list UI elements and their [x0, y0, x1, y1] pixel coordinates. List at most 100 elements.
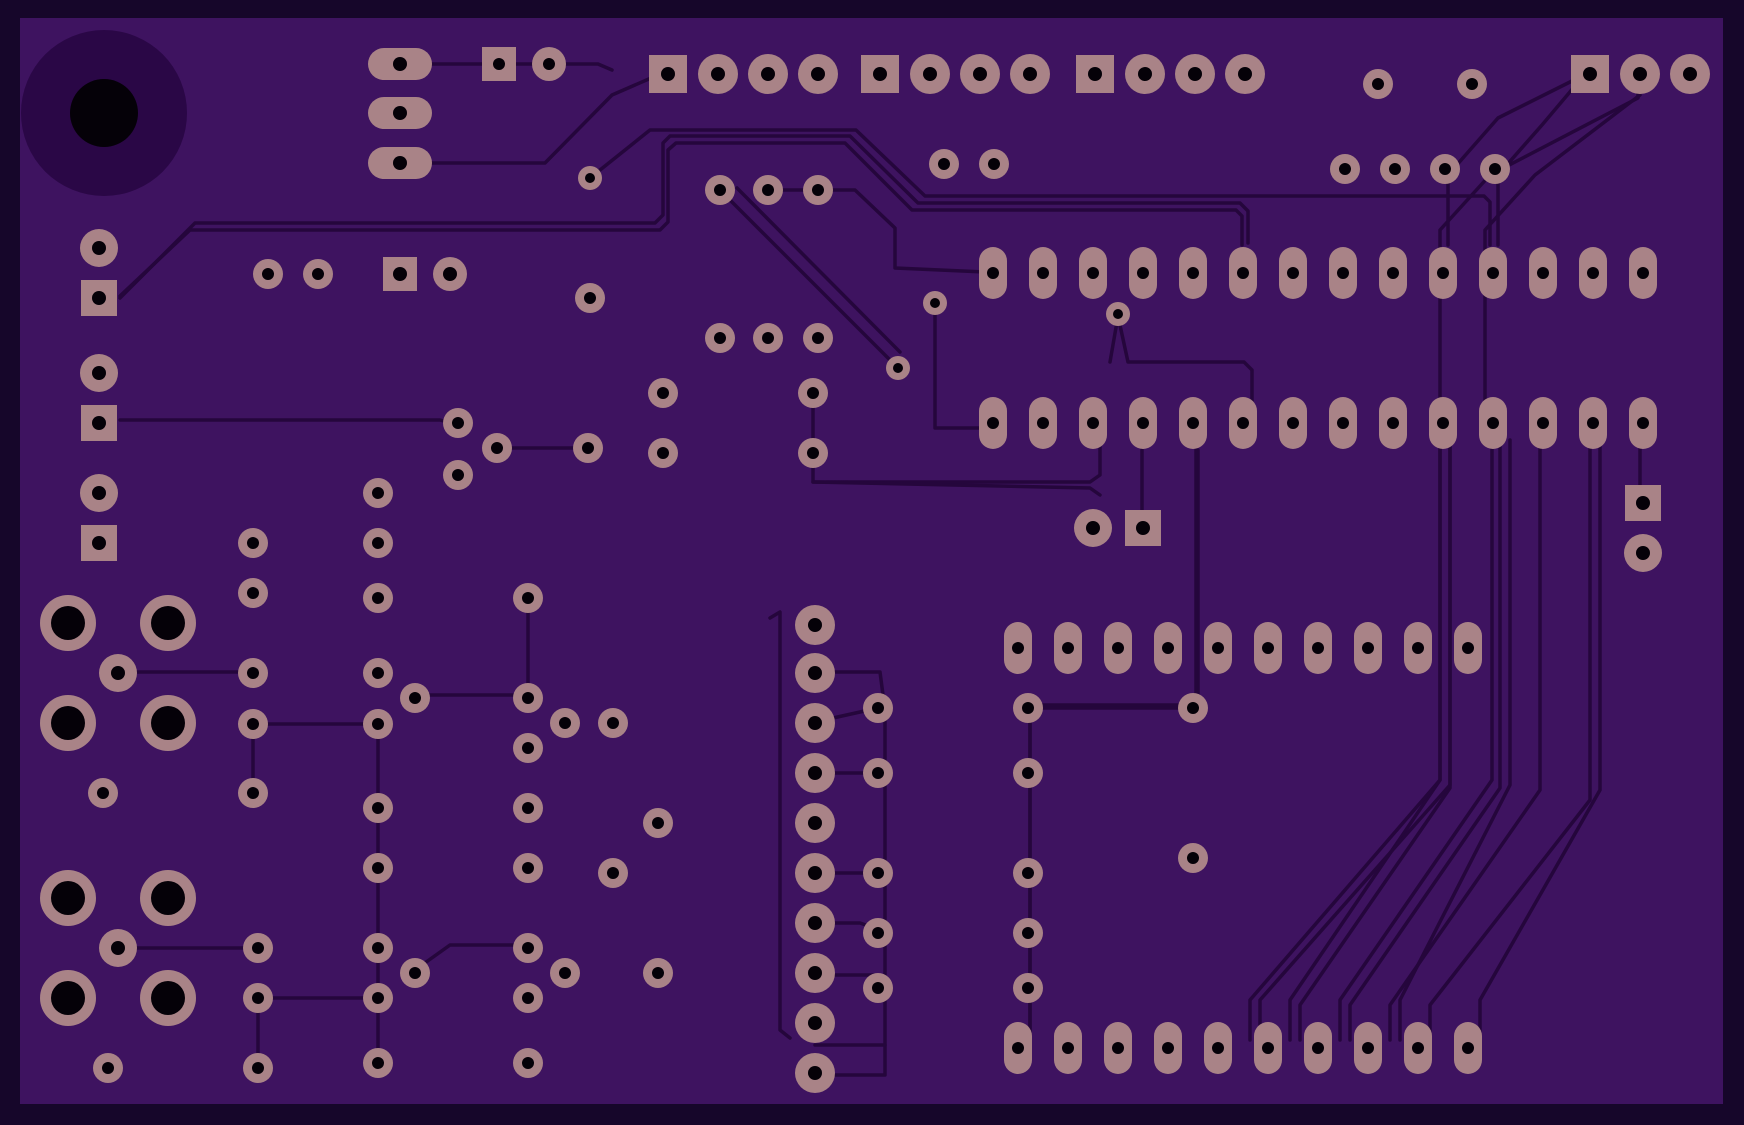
- pad-drill: [312, 268, 324, 280]
- pad-drill: [1587, 267, 1599, 279]
- pad-drill: [1022, 702, 1034, 714]
- pad-drill: [522, 742, 534, 754]
- pad-drill: [522, 862, 534, 874]
- trace: [735, 186, 902, 354]
- pad-drill: [92, 366, 106, 380]
- pad-drill: [393, 156, 407, 170]
- pad-drill: [1412, 642, 1424, 654]
- pad-drill: [661, 67, 675, 81]
- pad-drill: [657, 447, 669, 459]
- pad-drill: [1372, 78, 1384, 90]
- pad-drill: [1187, 852, 1199, 864]
- via-drill: [893, 363, 903, 373]
- pad-drill: [1339, 163, 1351, 175]
- pad-drill: [1162, 1042, 1174, 1054]
- pad-drill: [872, 702, 884, 714]
- pad-drill: [1466, 78, 1478, 90]
- pad-drill: [1136, 521, 1150, 535]
- pad-drill: [1012, 642, 1024, 654]
- pad-drill: [1187, 267, 1199, 279]
- trace: [768, 610, 792, 1040]
- pad-drill: [1112, 642, 1124, 654]
- pad-drill: [808, 916, 822, 930]
- pad-drill: [808, 966, 822, 980]
- pad-drill: [1137, 417, 1149, 429]
- pad-drill: [1587, 417, 1599, 429]
- pad-drill: [923, 67, 937, 81]
- jack-drill: [51, 881, 85, 915]
- jack-drill: [151, 981, 185, 1015]
- trace: [413, 943, 530, 972]
- jack-drill: [151, 881, 185, 915]
- pad-drill: [372, 718, 384, 730]
- pad-drill: [762, 184, 774, 196]
- pad-drill: [1023, 67, 1037, 81]
- pad-drill: [607, 867, 619, 879]
- pad-drill: [1187, 702, 1199, 714]
- pad-drill: [247, 587, 259, 599]
- pad-drill: [1537, 417, 1549, 429]
- pad-drill: [92, 416, 106, 430]
- pad-drill: [111, 666, 125, 680]
- pad-drill: [807, 387, 819, 399]
- pad-drill: [872, 867, 884, 879]
- pad-drill: [1362, 1042, 1374, 1054]
- pad-drill: [1062, 642, 1074, 654]
- pad-drill: [988, 158, 1000, 170]
- pad-drill: [1087, 417, 1099, 429]
- pad-drill: [522, 992, 534, 1004]
- pad-drill: [1537, 267, 1549, 279]
- pad-drill: [1437, 267, 1449, 279]
- pad-drill: [1412, 1042, 1424, 1054]
- pad-drill: [808, 666, 822, 680]
- pad-drill: [1112, 1042, 1124, 1054]
- pad-drill: [1462, 642, 1474, 654]
- pad-drill: [252, 1062, 264, 1074]
- pad-drill: [1487, 267, 1499, 279]
- pad-drill: [559, 717, 571, 729]
- pad-drill: [1212, 642, 1224, 654]
- pad-drill: [808, 1016, 822, 1030]
- pad-drill: [987, 417, 999, 429]
- pad-drill: [409, 967, 421, 979]
- pad-drill: [543, 58, 555, 70]
- jack-drill: [51, 606, 85, 640]
- trace: [811, 480, 1102, 497]
- pad-drill: [522, 692, 534, 704]
- pad-drill: [1583, 67, 1597, 81]
- trace: [1116, 314, 1254, 422]
- pad-drill: [808, 766, 822, 780]
- pad-drill: [92, 536, 106, 550]
- pad-drill: [1287, 267, 1299, 279]
- via-drill: [930, 298, 940, 308]
- pad-drill: [1237, 417, 1249, 429]
- pad-drill: [393, 106, 407, 120]
- pad-drill: [1022, 982, 1034, 994]
- pad-drill: [372, 592, 384, 604]
- pad-drill: [762, 332, 774, 344]
- pad-drill: [97, 787, 109, 799]
- pad-drill: [559, 967, 571, 979]
- trace: [1483, 93, 1642, 422]
- pad-drill: [1187, 417, 1199, 429]
- pad-drill: [938, 158, 950, 170]
- pad-drill: [102, 1062, 114, 1074]
- jack-drill: [51, 706, 85, 740]
- pad-drill: [1636, 546, 1650, 560]
- pad-drill: [872, 927, 884, 939]
- pad-drill: [372, 942, 384, 954]
- pad-drill: [1087, 267, 1099, 279]
- pad-drill: [372, 992, 384, 1004]
- jack-drill: [151, 606, 185, 640]
- pad-drill: [1337, 417, 1349, 429]
- pad-drill: [1262, 642, 1274, 654]
- trace: [1398, 438, 1512, 1042]
- trace: [1428, 438, 1592, 1042]
- pad-drill: [714, 184, 726, 196]
- component-pads: [40, 47, 1710, 1093]
- pad-drill: [491, 442, 503, 454]
- via-drill: [585, 173, 595, 183]
- pad-drill: [657, 387, 669, 399]
- pad-drill: [607, 717, 619, 729]
- pad-drill: [1037, 417, 1049, 429]
